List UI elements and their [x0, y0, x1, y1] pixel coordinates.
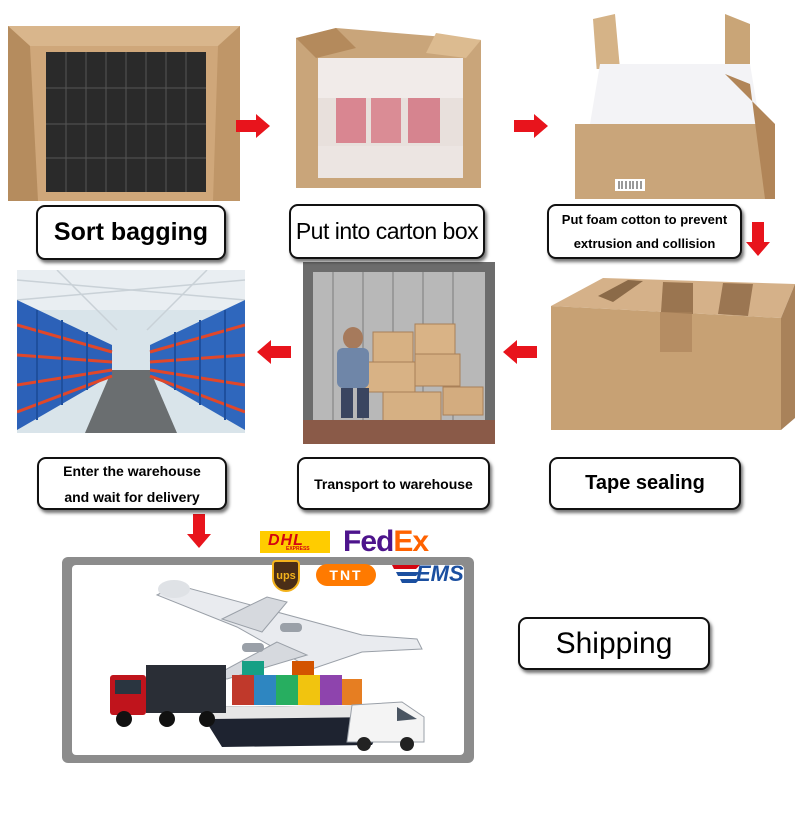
arrow-left-icon — [503, 340, 537, 364]
carton-box-photo — [296, 28, 481, 188]
ups-logo-text: ups — [276, 570, 296, 582]
arrow-right-icon — [514, 114, 548, 138]
step-label-transport-warehouse: Transport to warehouse — [297, 457, 490, 510]
tnt-logo-text: TNT — [329, 567, 363, 583]
step-label-carton-box: Put into carton box — [289, 204, 485, 259]
arrow-down-icon — [746, 222, 770, 256]
step-label-shipping: Shipping — [518, 617, 710, 670]
truck-icon — [110, 665, 226, 727]
shipping-collage — [62, 557, 474, 763]
sorted-items-box-photo — [8, 26, 240, 201]
arrow-left-icon — [257, 340, 291, 364]
ems-logo-text: EMS — [416, 561, 464, 586]
fedex-logo-ex: Ex — [393, 525, 429, 558]
dhl-logo-text: DHL — [268, 532, 304, 549]
sealed-box-photo — [543, 278, 795, 433]
arrow-right-icon — [236, 114, 270, 138]
step-label-enter-warehouse: Enter the warehouse and wait for deliver… — [37, 457, 227, 510]
step-label-foam-cotton: Put foam cotton to prevent extrusion and… — [547, 204, 742, 259]
ems-swoosh-icon — [392, 565, 420, 583]
fedex-logo-fed: Fed — [343, 525, 394, 558]
warehouse-racks-photo — [17, 270, 245, 433]
dhl-logo-subtext: EXPRESS — [286, 546, 310, 552]
foam-box-photo — [575, 14, 780, 199]
dhl-logo: DHL EXPRESS — [260, 531, 330, 553]
arrow-down-icon — [187, 514, 211, 548]
step-label-tape-sealing: Tape sealing — [549, 457, 741, 510]
van-icon — [346, 701, 425, 751]
container-loading-photo — [303, 262, 495, 444]
step-label-sort-bagging: Sort bagging — [36, 205, 226, 260]
tnt-logo: TNT — [316, 564, 376, 586]
ems-logo: EMS — [392, 560, 467, 588]
ups-logo: ups — [272, 560, 300, 592]
fedex-logo: FedEx — [343, 525, 429, 559]
